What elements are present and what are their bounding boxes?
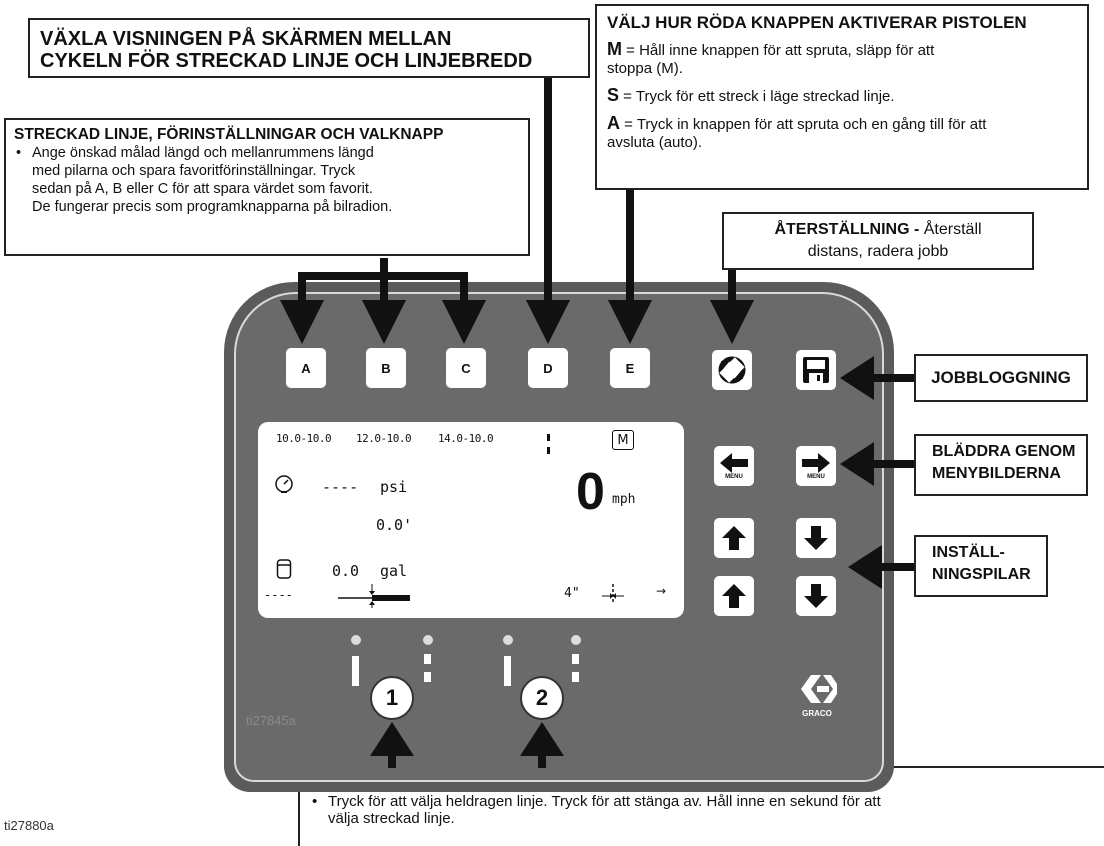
key-e[interactable]: E bbox=[610, 348, 650, 388]
gun-spacing-icon bbox=[602, 584, 624, 602]
preset-3[interactable]: 14.0-10.0 bbox=[438, 432, 494, 445]
callout-red-button: VÄLJ HUR RÖDA KNAPPEN AKTIVERAR PISTOLEN… bbox=[595, 4, 1089, 190]
line-width-graph-icon bbox=[338, 584, 410, 608]
mode-s-description: S = Tryck för ett streck i läge streckad… bbox=[607, 85, 895, 105]
reset-icon bbox=[718, 356, 746, 384]
mode-a-key: A bbox=[607, 113, 620, 133]
reset-button[interactable] bbox=[712, 350, 752, 390]
callout-toggle-title-line2: CYKELN FÖR STRECKAD LINJE OCH LINJEBREDD bbox=[40, 50, 533, 72]
setting-down-button-1[interactable] bbox=[796, 518, 836, 558]
pressure-gauge-icon bbox=[275, 475, 293, 493]
mode-s-key: S bbox=[607, 85, 620, 105]
callout-toggle-title-line1: VÄXLA VISNINGEN PÅ SKÄRMEN MELLAN bbox=[40, 28, 452, 50]
speed-unit: mph bbox=[612, 492, 636, 507]
key-d[interactable]: D bbox=[528, 348, 568, 388]
figure-reference: ti27880a bbox=[4, 818, 54, 833]
key-a[interactable]: A bbox=[286, 348, 326, 388]
callout-setting-arrows: INSTÄLL- NINGSPILAR bbox=[914, 535, 1048, 597]
menu-next-button[interactable]: MENU bbox=[796, 446, 836, 486]
callout-toggle-display: VÄXLA VISNINGEN PÅ SKÄRMEN MELLAN CYKELN… bbox=[28, 18, 590, 78]
key-c[interactable]: C bbox=[446, 348, 486, 388]
callout-red-button-title: VÄLJ HUR RÖDA KNAPPEN AKTIVERAR PISTOLEN bbox=[607, 13, 1027, 32]
graco-logo: GRACO bbox=[790, 672, 844, 718]
gun-button-1[interactable]: 1 bbox=[370, 676, 414, 720]
setting-down-button-2[interactable] bbox=[796, 576, 836, 616]
key-b[interactable]: B bbox=[366, 348, 406, 388]
speed-value: 0 bbox=[576, 463, 605, 521]
preset-2[interactable]: 12.0-10.0 bbox=[356, 432, 412, 445]
line-dashes: ---- bbox=[264, 588, 293, 602]
arrow-up-icon bbox=[722, 526, 746, 550]
mode-m-key: M bbox=[607, 39, 622, 59]
dash-mode-icon bbox=[547, 434, 550, 454]
volume-unit: gal bbox=[380, 562, 408, 580]
pressure-value: ---- bbox=[322, 478, 359, 496]
callout-joblog: JOBBLOGGNING bbox=[914, 354, 1088, 402]
arrow-down-icon bbox=[804, 526, 828, 550]
save-disk-icon bbox=[803, 357, 829, 383]
gun-button-2[interactable]: 2 bbox=[520, 676, 564, 720]
inner-reference: ti27845a bbox=[246, 713, 296, 728]
graco-logo-icon bbox=[801, 675, 837, 703]
callout-reset: ÅTERSTÄLLNING - Återställ distans, rader… bbox=[722, 212, 1034, 270]
mode-m-description: M = Håll inne knappen för att spruta, sl… bbox=[607, 39, 935, 77]
callout-presets-body: • Ange önskad målad längd och mellanrumm… bbox=[16, 145, 393, 215]
menu-prev-button[interactable]: MENU bbox=[714, 446, 754, 486]
mode-indicator: M bbox=[612, 430, 634, 450]
arrow-right-icon bbox=[802, 452, 830, 473]
distance-value: 0.0' bbox=[376, 516, 413, 534]
volume-value: 0.0 bbox=[332, 562, 360, 580]
preset-1[interactable]: 10.0-10.0 bbox=[276, 432, 332, 445]
arrow-up-icon bbox=[722, 584, 746, 608]
arrow-right-indicator: → bbox=[656, 584, 667, 598]
lcd-screen: 10.0-10.0 12.0-10.0 14.0-10.0 M ---- psi… bbox=[258, 422, 684, 618]
callout-presets-title: STRECKAD LINJE, FÖRINSTÄLLNINGAR OCH VAL… bbox=[14, 126, 444, 143]
setting-up-button-2[interactable] bbox=[714, 576, 754, 616]
arrow-left-icon bbox=[720, 452, 748, 473]
line-width-value: 4" bbox=[564, 586, 580, 601]
joblog-button[interactable] bbox=[796, 350, 836, 390]
paint-tank-icon bbox=[276, 559, 292, 579]
setting-up-button-1[interactable] bbox=[714, 518, 754, 558]
callout-menu-scroll: BLÄDDRA GENOM MENYBILDERNA bbox=[914, 434, 1088, 496]
arrow-down-icon bbox=[804, 584, 828, 608]
pressure-unit: psi bbox=[380, 478, 408, 496]
mode-a-description: A = Tryck in knappen för att spruta och … bbox=[607, 113, 987, 151]
callout-presets: STRECKAD LINJE, FÖRINSTÄLLNINGAR OCH VAL… bbox=[4, 118, 530, 256]
